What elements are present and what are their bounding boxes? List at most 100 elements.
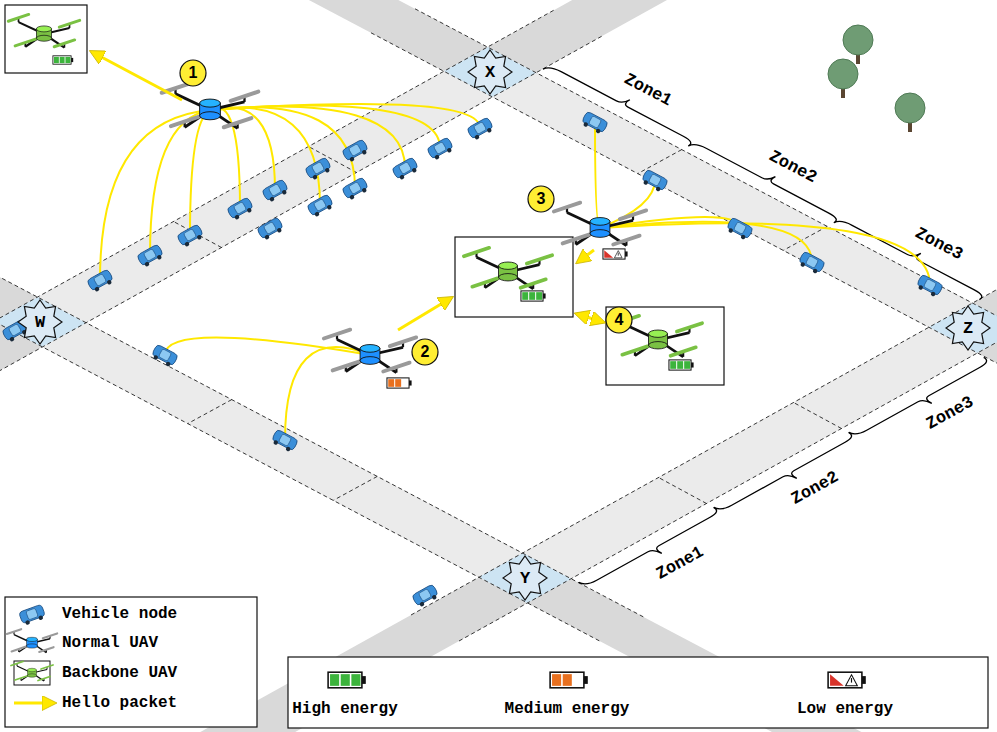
vehicle-wheel <box>314 211 320 217</box>
intersection-letter: W <box>35 313 45 332</box>
vehicle-wheel <box>800 261 806 267</box>
uav <box>324 330 416 373</box>
vehicle-wheel <box>349 194 355 200</box>
uav <box>464 248 552 289</box>
road <box>501 315 997 591</box>
uav-propeller <box>613 236 639 245</box>
vehicle-body <box>917 274 944 296</box>
vehicle-node <box>150 344 178 368</box>
vehicle-wheel <box>419 601 425 607</box>
vehicle-node <box>725 217 753 241</box>
uav-propeller <box>15 39 35 46</box>
battery-cell <box>552 674 561 686</box>
zone-label: Zone2 <box>766 147 820 188</box>
uav-propeller <box>333 362 359 371</box>
battery-case <box>53 56 71 64</box>
uav-propeller <box>8 14 28 21</box>
zone-label: Zone1 <box>653 542 707 583</box>
energy-arrow <box>398 298 451 330</box>
intersection <box>444 47 536 97</box>
energy-arrow <box>14 702 54 705</box>
vehicle-body <box>307 194 334 216</box>
vehicle-wheel <box>234 214 240 220</box>
battery-cell <box>529 292 535 300</box>
vehicle-wheel <box>281 189 287 195</box>
uav-propeller <box>554 203 580 212</box>
callout-number: 3 <box>537 190 546 208</box>
vehicle-roof <box>93 274 106 287</box>
warning-mark <box>618 253 619 256</box>
vehicle-node <box>412 584 440 608</box>
battery <box>550 672 588 688</box>
callout-circle <box>180 60 206 86</box>
road-extension <box>0 0 997 673</box>
hello-packet <box>210 107 405 168</box>
tree-crown <box>843 25 873 55</box>
uav-body-bottom <box>649 342 668 349</box>
battery <box>669 360 694 370</box>
vehicle-wheel <box>361 149 367 155</box>
uav-propeller <box>671 347 696 355</box>
battery-low-fill <box>604 250 613 258</box>
uav-propeller <box>622 346 647 354</box>
vehicle-node <box>262 179 290 203</box>
intersection-star: X <box>467 49 513 95</box>
battery <box>387 378 412 388</box>
uav-body-top <box>649 330 668 337</box>
hello-packet <box>190 110 210 235</box>
vehicle-body <box>19 604 46 623</box>
vehicle-body <box>177 224 204 246</box>
vehicle-body <box>392 157 419 179</box>
uav-body-top <box>28 668 37 672</box>
vehicle-body <box>257 217 284 239</box>
battery-cell <box>330 674 339 686</box>
uav <box>554 203 646 246</box>
vehicle-body <box>152 344 179 366</box>
uav <box>162 84 259 129</box>
callout-number: 4 <box>615 311 624 329</box>
vehicle-body <box>582 111 609 133</box>
vehicle-body <box>427 137 454 159</box>
star-shape <box>468 50 512 94</box>
vehicle-node <box>87 269 115 293</box>
vehicle-node <box>392 157 420 181</box>
battery-cell <box>670 361 676 369</box>
zone-divider <box>783 226 827 250</box>
legend-text: Hello packet <box>62 694 177 712</box>
battery-cell <box>563 674 572 686</box>
vehicle-wheel <box>38 615 44 621</box>
vehicle-roof <box>311 162 324 175</box>
zone-brace <box>714 432 852 509</box>
legend-text: Normal UAV <box>62 634 158 652</box>
uav-propeller <box>54 40 74 47</box>
battery-low-fill <box>830 674 844 686</box>
zone-divider <box>794 403 842 429</box>
vehicle-roof <box>418 589 431 602</box>
battery-terminal <box>862 676 866 684</box>
uav-body-top <box>27 637 38 641</box>
vehicle-wheel <box>399 174 405 180</box>
vehicle-wheel <box>324 167 330 173</box>
vehicle-body <box>262 179 289 201</box>
vehicle-node <box>307 194 335 218</box>
intersection-letter: Y <box>520 569 530 588</box>
vehicle-node <box>467 117 495 141</box>
vehicle-body <box>799 251 826 273</box>
vehicle-body <box>137 244 164 266</box>
battery-cell <box>65 57 70 63</box>
uavs <box>5 5 724 388</box>
vehicle-wheel <box>144 261 150 267</box>
uav-propeller <box>15 676 27 680</box>
uav-body-bottom <box>28 674 37 678</box>
vehicle-wheel <box>643 179 649 185</box>
vehicle-wheel <box>246 207 252 213</box>
vehicle-body <box>342 177 369 199</box>
warning-sign <box>614 251 622 258</box>
callout-number: 1 <box>189 64 198 82</box>
battery-cell <box>388 379 394 387</box>
vehicle-node <box>270 429 298 453</box>
callout-circle <box>606 307 632 333</box>
